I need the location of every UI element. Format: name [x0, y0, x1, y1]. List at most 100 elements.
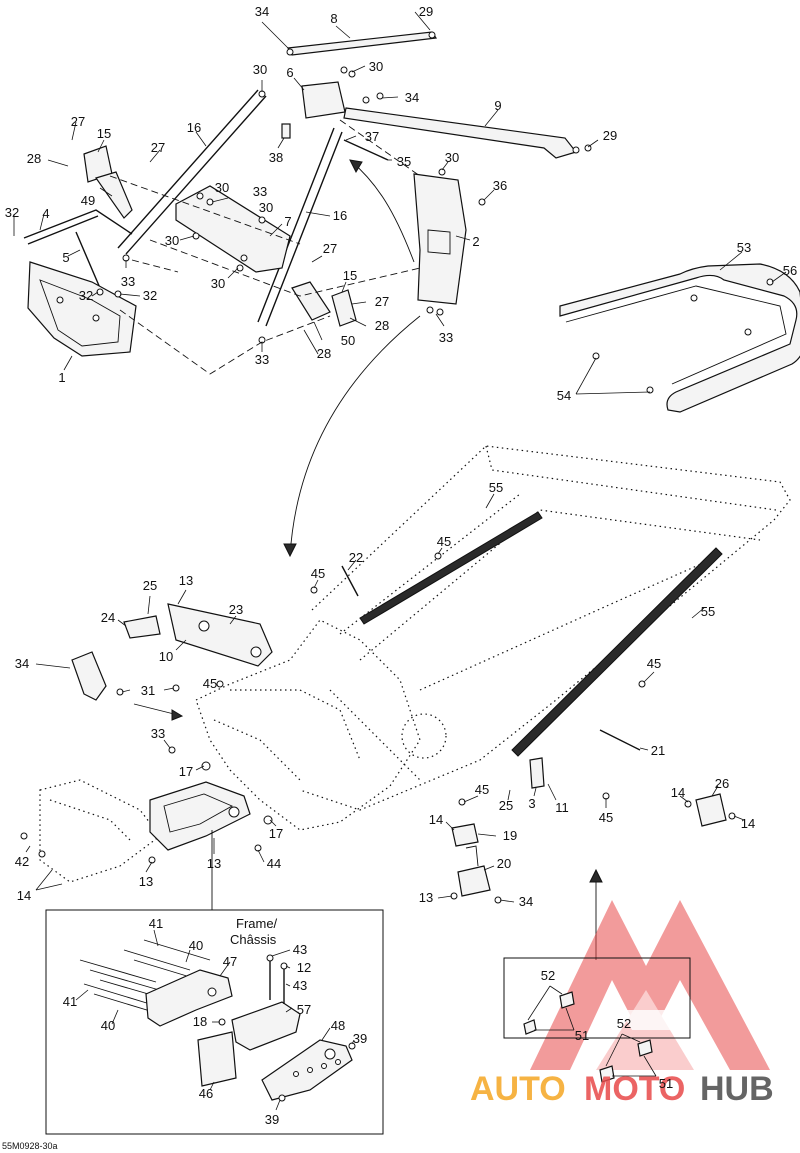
part-53-rear-bumper	[559, 251, 800, 413]
part-3-block	[529, 757, 545, 789]
callout-4: 4	[42, 206, 49, 221]
callout-39: 39	[265, 1112, 279, 1127]
callout-30: 30	[445, 150, 459, 165]
callout-32: 32	[5, 205, 19, 220]
callout-45: 45	[203, 676, 217, 691]
callout-13: 13	[419, 890, 433, 905]
callout-27: 27	[71, 114, 85, 129]
callout-14: 14	[671, 785, 685, 800]
callout-8: 8	[330, 11, 337, 26]
part-24-bracket	[123, 615, 161, 639]
callout-19: 19	[503, 828, 517, 843]
callout-38: 38	[269, 150, 283, 165]
part-55-slide-rail-right	[511, 547, 723, 757]
callout-16: 16	[187, 120, 201, 135]
callout-52: 52	[617, 1016, 631, 1031]
callout-45: 45	[475, 782, 489, 797]
part-22-rod	[341, 565, 359, 597]
callout-14: 14	[429, 812, 443, 827]
part-19-bracket	[451, 823, 479, 847]
callout-47: 47	[223, 954, 237, 969]
callout-28: 28	[375, 318, 389, 333]
callout-16: 16	[333, 208, 347, 223]
callout-30: 30	[165, 233, 179, 248]
callout-41: 41	[63, 994, 77, 1009]
part-2-side-plate	[413, 173, 467, 305]
part-15-right-bracket	[331, 289, 357, 327]
callout-13: 13	[179, 573, 193, 588]
callout-35: 35	[397, 154, 411, 169]
callout-32: 32	[143, 288, 157, 303]
inset-label-line1: Frame/	[236, 916, 278, 931]
main-chassis	[20, 445, 791, 960]
callout-27: 27	[151, 140, 165, 155]
callout-33: 33	[121, 274, 135, 289]
callout-26: 26	[715, 776, 729, 791]
callout-20: 20	[497, 856, 511, 871]
part-49-bracket	[95, 171, 133, 219]
callout-12: 12	[297, 960, 311, 975]
callout-25: 25	[499, 798, 513, 813]
diagram-code: 55M0928-30a	[2, 1141, 58, 1151]
callout-13: 13	[139, 874, 153, 889]
part-55-slide-rail-left	[359, 511, 543, 625]
callout-51: 51	[659, 1076, 673, 1091]
part-20-bracket	[457, 865, 491, 897]
callout-27: 27	[375, 294, 389, 309]
callout-17: 17	[269, 826, 283, 841]
callout-33: 33	[151, 726, 165, 741]
callout-15: 15	[343, 268, 357, 283]
callout-52: 52	[541, 968, 555, 983]
callout-57: 57	[297, 1002, 311, 1017]
callout-17: 17	[179, 764, 193, 779]
callout-numbers: 34 8 29 30 6 30 34 9 29 27 15 16 27 38 3…	[5, 4, 797, 1127]
callout-30: 30	[211, 276, 225, 291]
callout-33: 33	[439, 330, 453, 345]
part-46-plate	[197, 1031, 237, 1087]
callout-40: 40	[189, 938, 203, 953]
callout-40: 40	[101, 1018, 115, 1033]
part-16-right-tube	[257, 127, 343, 327]
callout-43: 43	[293, 978, 307, 993]
callout-6: 6	[286, 65, 293, 80]
inset-slide-bolts	[503, 957, 691, 1083]
callout-32: 32	[79, 288, 93, 303]
callout-21: 21	[651, 743, 665, 758]
callout-28: 28	[27, 151, 41, 166]
callout-1: 1	[58, 370, 65, 385]
callout-29: 29	[419, 4, 433, 19]
callout-45: 45	[647, 656, 661, 671]
callout-29: 29	[603, 128, 617, 143]
callout-30: 30	[259, 200, 273, 215]
callout-14: 14	[17, 888, 31, 903]
part-8-upper-bar	[287, 31, 438, 56]
callout-30: 30	[253, 62, 267, 77]
inset-frame-detail	[45, 830, 384, 1135]
callout-10: 10	[159, 649, 173, 664]
part-47-bracket	[145, 969, 233, 1027]
part-23-engine-mount	[167, 603, 273, 667]
callout-45: 45	[599, 810, 613, 825]
callout-44: 44	[267, 856, 281, 871]
callout-54: 54	[557, 388, 571, 403]
callout-42: 42	[15, 854, 29, 869]
inset-label-line2: Châssis	[230, 932, 277, 947]
callout-34: 34	[255, 4, 269, 19]
callout-36: 36	[493, 178, 507, 193]
watermark-text-hub: HUB	[700, 1070, 774, 1108]
part-16-left-tube	[117, 89, 267, 255]
callout-25: 25	[143, 578, 157, 593]
callout-48: 48	[331, 1018, 345, 1033]
upper-frame-assembly	[13, 11, 599, 375]
callout-41: 41	[149, 916, 163, 931]
part-9-right-bar	[343, 107, 578, 159]
callout-31: 31	[141, 683, 155, 698]
callout-30: 30	[215, 180, 229, 195]
watermark-text-moto: MOTO	[584, 1070, 685, 1108]
callout-11: 11	[555, 800, 569, 815]
callout-55: 55	[701, 604, 715, 619]
callout-46: 46	[199, 1086, 213, 1101]
curved-arrow-lower	[289, 315, 421, 557]
callout-24: 24	[101, 610, 115, 625]
part-7-cross-member	[175, 185, 291, 273]
